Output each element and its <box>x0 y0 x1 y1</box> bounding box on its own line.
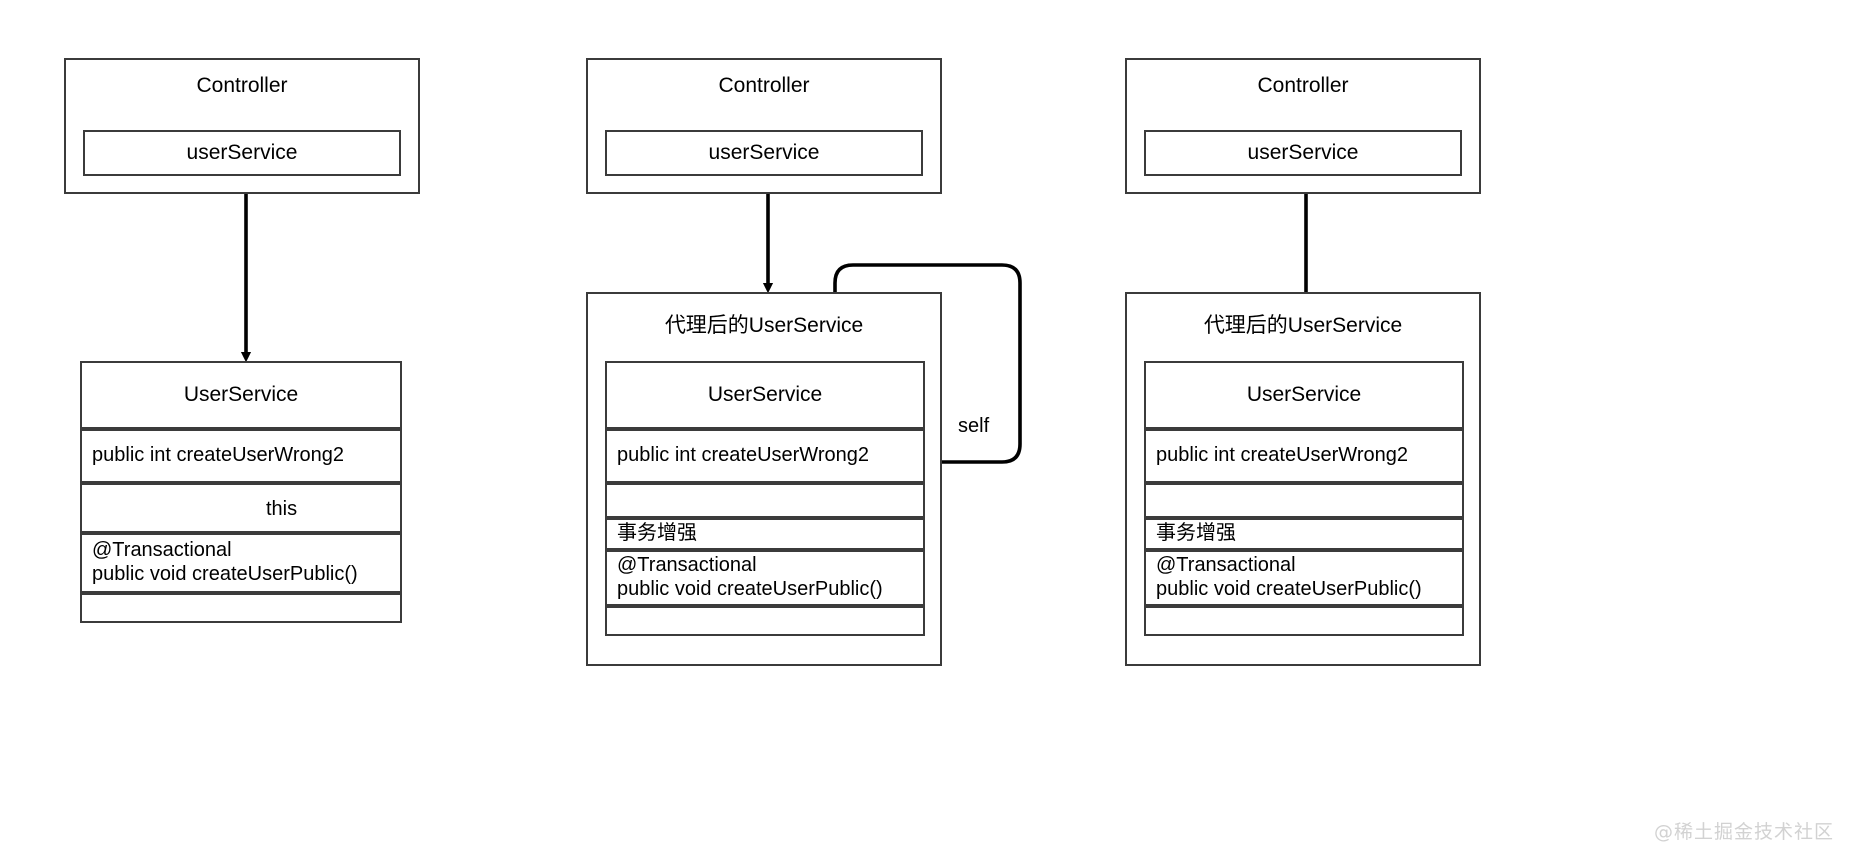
panel-3-controller-field: userService <box>1144 130 1462 176</box>
panel-1-controller-field-label: userService <box>186 140 298 164</box>
watermark: @稀土掘金技术社区 <box>1653 821 1834 843</box>
panel-1-service-title: UserService <box>183 382 299 406</box>
panel-3-service-row-1 <box>1144 483 1464 518</box>
panel-1-service-row-2: @Transactional public void createUserPub… <box>80 533 402 593</box>
panel-3-controller-field-label: userService <box>1247 140 1359 164</box>
panel-1-service-row-1 <box>80 483 402 533</box>
panel-3-service-row-2: 事务增强 <box>1144 518 1464 550</box>
panel-1-service-row-0-label: public int createUserWrong2 <box>92 444 344 467</box>
panel-2-edge-label-self: self <box>958 415 990 437</box>
panel-3-service-row-0-label: public int createUserWrong2 <box>1156 444 1408 467</box>
panel-2-service-row-2: 事务增强 <box>605 518 925 550</box>
panel-1-service-title-row: UserService <box>80 361 402 429</box>
panel-2-service-row-3-label: @Transactional public void createUserPub… <box>617 554 883 600</box>
panel-2-service-row-1 <box>605 483 925 518</box>
panel-1-service-row-2-label: @Transactional public void createUserPub… <box>92 539 358 585</box>
panel-3-proxy-title: 代理后的UserService <box>1203 314 1403 337</box>
panel-2-service-row-0-label: public int createUserWrong2 <box>617 444 869 467</box>
panel-3-service-row-2-label: 事务增强 <box>1156 522 1236 545</box>
panel-2-controller-field: userService <box>605 130 923 176</box>
panel-3-service-row-3: @Transactional public void createUserPub… <box>1144 550 1464 606</box>
panel-3-service-row-3-label: @Transactional public void createUserPub… <box>1156 554 1422 600</box>
panel-3-controller-title: Controller <box>1257 74 1349 97</box>
panel-2-service-row-4 <box>605 606 925 636</box>
panel-3-service-title: UserService <box>1246 382 1362 406</box>
panel-3-service-row-0: public int createUserWrong2 <box>1144 429 1464 483</box>
panel-1-controller-field: userService <box>83 130 401 176</box>
panel-2-controller-field-label: userService <box>708 140 820 164</box>
panel-3-service-row-4 <box>1144 606 1464 636</box>
panel-2-service-row-0: public int createUserWrong2 <box>605 429 925 483</box>
panel-2-controller-title: Controller <box>718 74 810 97</box>
panel-2-service-title-row: UserService <box>605 361 925 429</box>
panel-2-service-row-2-label: 事务增强 <box>617 522 697 545</box>
panel-3-service-title-row: UserService <box>1144 361 1464 429</box>
panel-1-edge-label-this: this <box>266 498 298 520</box>
panel-2-proxy-title: 代理后的UserService <box>664 314 864 337</box>
panel-2-service-title: UserService <box>707 382 823 406</box>
panel-2-service-row-3: @Transactional public void createUserPub… <box>605 550 925 606</box>
panel-1-service-row-0: public int createUserWrong2 <box>80 429 402 483</box>
panel-1-service-row-3 <box>80 593 402 623</box>
panel-1-controller-title: Controller <box>196 74 288 97</box>
